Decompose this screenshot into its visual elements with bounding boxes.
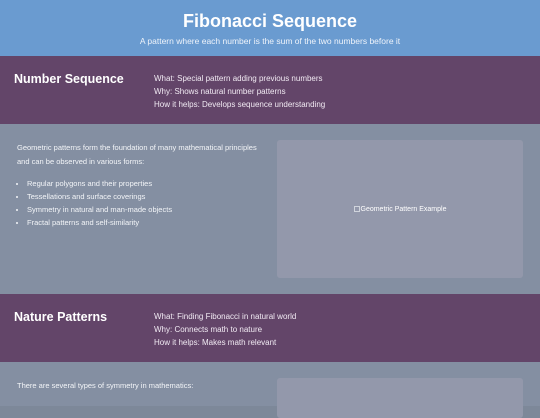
section-why: Why: Connects math to nature (154, 325, 263, 334)
section-title: Number Sequence (14, 72, 124, 86)
section-title: Nature Patterns (14, 310, 108, 324)
page-subtitle: A pattern where each number is the sum o… (139, 36, 401, 46)
section-what: What: Finding Fibonacci in natural world (154, 312, 297, 321)
section-details: What: Special pattern adding previous nu… (154, 72, 325, 111)
content-intro: Geometric patterns form the foundation o… (17, 143, 257, 166)
content-text: Geometric patterns form the foundation o… (17, 141, 262, 229)
page-title: Fibonacci Sequence (182, 11, 358, 31)
section-number-sequence-content: Geometric patterns form the foundation o… (0, 124, 540, 294)
list-item: Symmetry in natural and man-made objects (27, 203, 262, 216)
list-item: Tessellations and surface coverings (27, 190, 262, 203)
content-text: There are several types of symmetry in m… (17, 379, 262, 393)
section-how: How it helps: Makes math relevant (154, 338, 277, 347)
content-list: Regular polygons and their properties Te… (17, 177, 262, 229)
section-nature-patterns-band: Nature Patterns What: Finding Fibonacci … (0, 294, 540, 362)
list-item: Fractal patterns and self-similarity (27, 216, 262, 229)
broken-image-icon (353, 206, 360, 212)
section-what: What: Special pattern adding previous nu… (154, 74, 323, 83)
section-details: What: Finding Fibonacci in natural world… (154, 310, 296, 349)
content-intro: There are several types of symmetry in m… (17, 381, 194, 390)
geometric-pattern-image: Geometric Pattern Example (277, 140, 523, 278)
nature-pattern-image (277, 378, 523, 418)
page-header: Fibonacci Sequence A pattern where each … (0, 0, 540, 56)
section-number-sequence-band: Number Sequence What: Special pattern ad… (0, 56, 540, 124)
list-item: Regular polygons and their properties (27, 177, 262, 190)
image-alt-label: Geometric Pattern Example (360, 205, 447, 213)
section-why: Why: Shows natural number patterns (154, 87, 286, 96)
section-nature-patterns-content: There are several types of symmetry in m… (0, 362, 540, 418)
image-alt-text: Geometric Pattern Example (353, 205, 447, 213)
section-how: How it helps: Develops sequence understa… (154, 100, 326, 109)
